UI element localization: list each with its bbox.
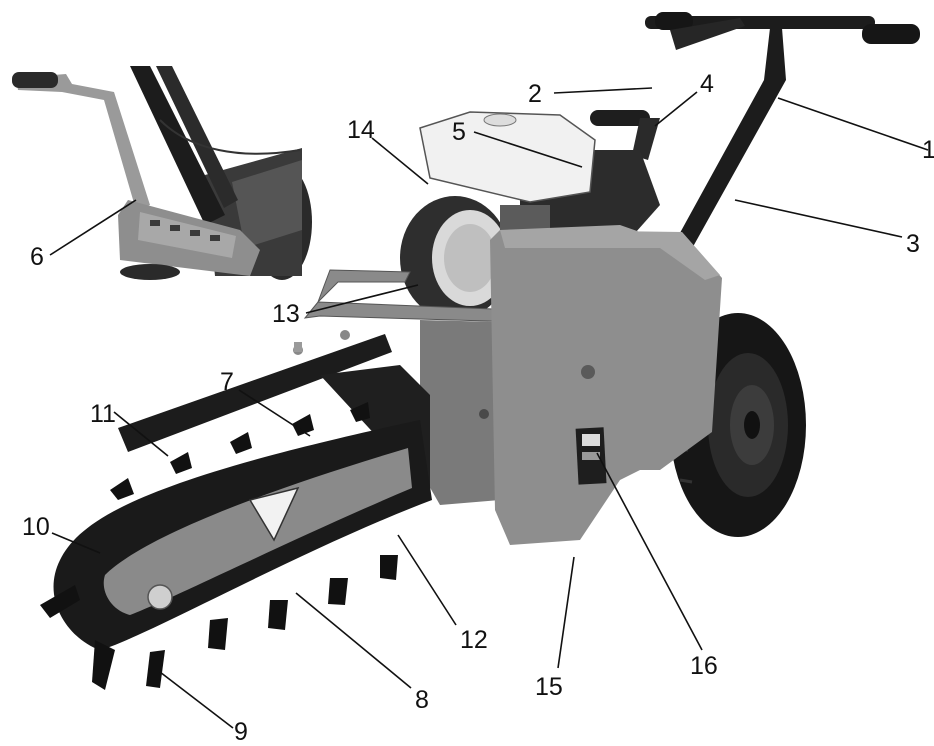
leader-line-1 bbox=[777, 97, 929, 151]
callout-12: 12 bbox=[460, 626, 488, 654]
leader-line-10 bbox=[51, 532, 101, 554]
callout-7: 7 bbox=[220, 368, 234, 396]
leader-lines bbox=[49, 87, 929, 729]
leader-line-16 bbox=[596, 452, 703, 651]
callout-14: 14 bbox=[347, 116, 375, 144]
callout-13: 13 bbox=[272, 300, 300, 328]
leader-line-14 bbox=[371, 137, 429, 185]
callout-16: 16 bbox=[690, 652, 718, 680]
inset-photo bbox=[0, 66, 312, 280]
callout-8: 8 bbox=[415, 686, 429, 714]
digging-boom bbox=[40, 330, 432, 690]
engine bbox=[303, 111, 660, 323]
leader-line-2 bbox=[553, 87, 653, 94]
callout-9: 9 bbox=[234, 718, 248, 746]
callout-4: 4 bbox=[700, 70, 714, 98]
callout-11: 11 bbox=[90, 400, 116, 428]
leader-line-6 bbox=[49, 199, 137, 256]
leader-line-3 bbox=[734, 199, 903, 238]
handle-frame bbox=[590, 12, 920, 270]
callout-5: 5 bbox=[452, 118, 466, 146]
leader-line-15 bbox=[557, 556, 575, 669]
leader-line-13 bbox=[305, 284, 419, 314]
callout-3: 3 bbox=[906, 230, 920, 258]
main-housing bbox=[420, 225, 722, 545]
leader-line-4 bbox=[654, 91, 698, 127]
leader-line-8 bbox=[295, 592, 412, 689]
leader-line-11 bbox=[113, 411, 169, 457]
leader-line-12 bbox=[397, 534, 457, 626]
callout-2: 2 bbox=[528, 80, 542, 108]
leader-line-5 bbox=[473, 131, 583, 168]
callout-1: 1 bbox=[922, 136, 934, 164]
callout-10: 10 bbox=[22, 513, 50, 541]
callout-6: 6 bbox=[30, 243, 44, 271]
callout-15: 15 bbox=[535, 673, 563, 701]
leader-line-7 bbox=[238, 389, 311, 437]
leader-line-9 bbox=[159, 671, 234, 729]
